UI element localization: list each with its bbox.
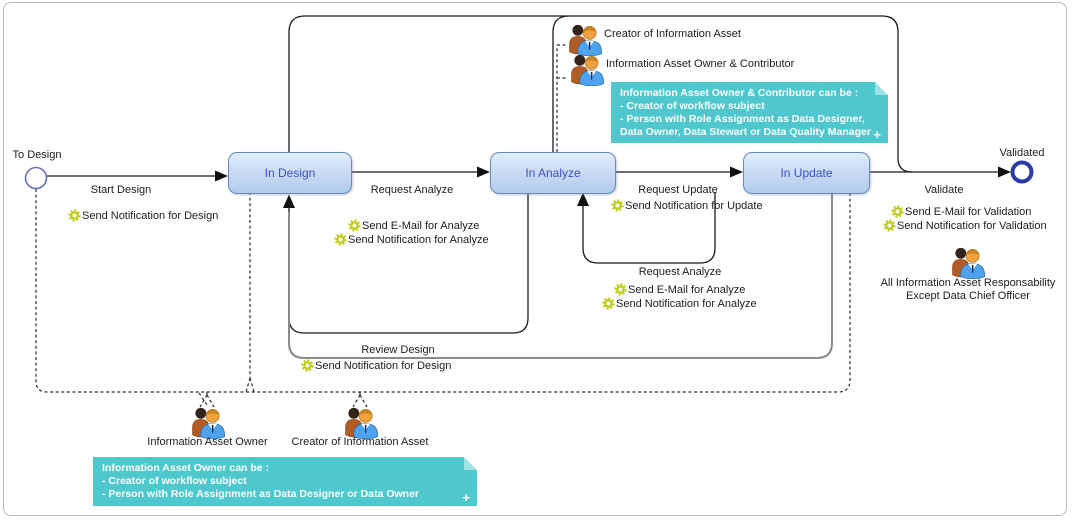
note-line: Information Asset Owner can be : [102, 462, 270, 474]
person-group-icon[interactable] [568, 52, 605, 86]
action-send-notification-design-review: Send Notification for Design [301, 359, 451, 372]
action-send-email-validation: Send E-Mail for Validation [891, 205, 1031, 218]
actor-label-owner-contributor: Information Asset Owner & Contributor [606, 58, 795, 70]
actor-label-validator-line2: Except Data Chief Officer [906, 290, 1030, 302]
association-links [35, 44, 851, 408]
note-line: Data Owner, Data Stewart or Data Quality… [620, 126, 871, 138]
gear-icon [891, 205, 904, 218]
transition-label-request-analyze-loop: Request Analyze [638, 266, 722, 278]
action-send-notification-validation: Send Notification for Validation [883, 219, 1047, 232]
state-in-analyze[interactable]: In Analyze [490, 152, 616, 194]
action-send-notification-design-start: Send Notification for Design [68, 209, 218, 222]
actor-label-creator-top: Creator of Information Asset [604, 28, 741, 40]
action-label: Send E-Mail for Validation [905, 205, 1032, 218]
gear-icon [614, 283, 627, 296]
start-node-label: To Design [12, 149, 62, 161]
action-label: Send Notification for Design [82, 209, 219, 222]
action-send-notification-analyze: Send Notification for Analyze [334, 233, 489, 246]
state-in-update-label: In Update [780, 166, 833, 180]
action-send-email-analyze-loop: Send E-Mail for Analyze [614, 283, 745, 296]
transition-label-request-analyze: Request Analyze [370, 184, 454, 196]
transition-line-design-validate[interactable] [288, 15, 913, 173]
person-group-icon[interactable] [566, 22, 603, 56]
transition-line-review-design-analyze[interactable] [288, 192, 529, 334]
gear-icon [602, 297, 615, 310]
gear-icon [301, 359, 314, 372]
actor-label-owner-bottom: Information Asset Owner [147, 436, 268, 448]
action-send-email-analyze: Send E-Mail for Analyze [348, 219, 479, 232]
actor-label-creator-bottom: Creator of Information Asset [291, 436, 429, 448]
note-line: - Creator of workflow subject [620, 100, 765, 112]
arrowheads [215, 166, 1011, 208]
transition-line-analyze-validate[interactable] [552, 15, 570, 152]
start-node[interactable] [24, 166, 48, 190]
gear-icon [883, 219, 896, 232]
note-owner-contributor[interactable]: Information Asset Owner & Contributor ca… [611, 82, 888, 143]
person-group-icon[interactable] [189, 405, 226, 439]
gear-icon [611, 199, 624, 212]
action-label: Send Notification for Validation [897, 219, 1047, 232]
note-owner[interactable]: Information Asset Owner can be : - Creat… [93, 457, 477, 506]
action-label: Send Notification for Analyze [348, 233, 489, 246]
state-in-design[interactable]: In Design [228, 152, 352, 194]
end-node-label: Validated [999, 147, 1045, 159]
gear-icon [68, 209, 81, 222]
action-send-notification-update: Send Notification for Update [611, 199, 763, 212]
action-label: Send Notification for Analyze [616, 297, 757, 310]
transition-label-start-design: Start Design [90, 184, 152, 196]
note-line: - Person with Role Assignment as Data De… [102, 488, 420, 500]
gear-icon [334, 233, 347, 246]
transition-label-request-update: Request Update [638, 184, 718, 196]
transition-label-review-design: Review Design [361, 344, 435, 356]
person-group-icon[interactable] [342, 405, 379, 439]
action-send-notification-analyze-loop: Send Notification for Analyze [602, 297, 757, 310]
note-expand-button[interactable]: + [873, 127, 881, 142]
person-group-icon[interactable] [949, 245, 986, 279]
note-line: - Creator of workflow subject [102, 475, 247, 487]
note-line: Information Asset Owner & Contributor ca… [620, 87, 859, 99]
action-label: Send Notification for Design [315, 359, 452, 372]
actor-label-validator-line1: All Information Asset Responsability [880, 277, 1056, 289]
canvas-border [3, 2, 1067, 516]
note-line: - Person with Role Assignment as Data De… [620, 113, 865, 125]
action-label: Send E-Mail for Analyze [362, 219, 480, 232]
end-node[interactable] [1010, 160, 1034, 184]
state-in-analyze-label: In Analyze [525, 166, 581, 180]
note-expand-button[interactable]: + [462, 490, 470, 505]
transition-line-review-design-update[interactable] [288, 192, 833, 359]
transition-line-request-analyze-loop[interactable] [582, 192, 716, 264]
state-in-update[interactable]: In Update [743, 152, 870, 194]
gear-icon [348, 219, 361, 232]
transition-label-validate: Validate [924, 184, 964, 196]
action-label: Send E-Mail for Analyze [628, 283, 746, 296]
action-label: Send Notification for Update [625, 199, 763, 212]
state-in-design-label: In Design [264, 166, 316, 180]
